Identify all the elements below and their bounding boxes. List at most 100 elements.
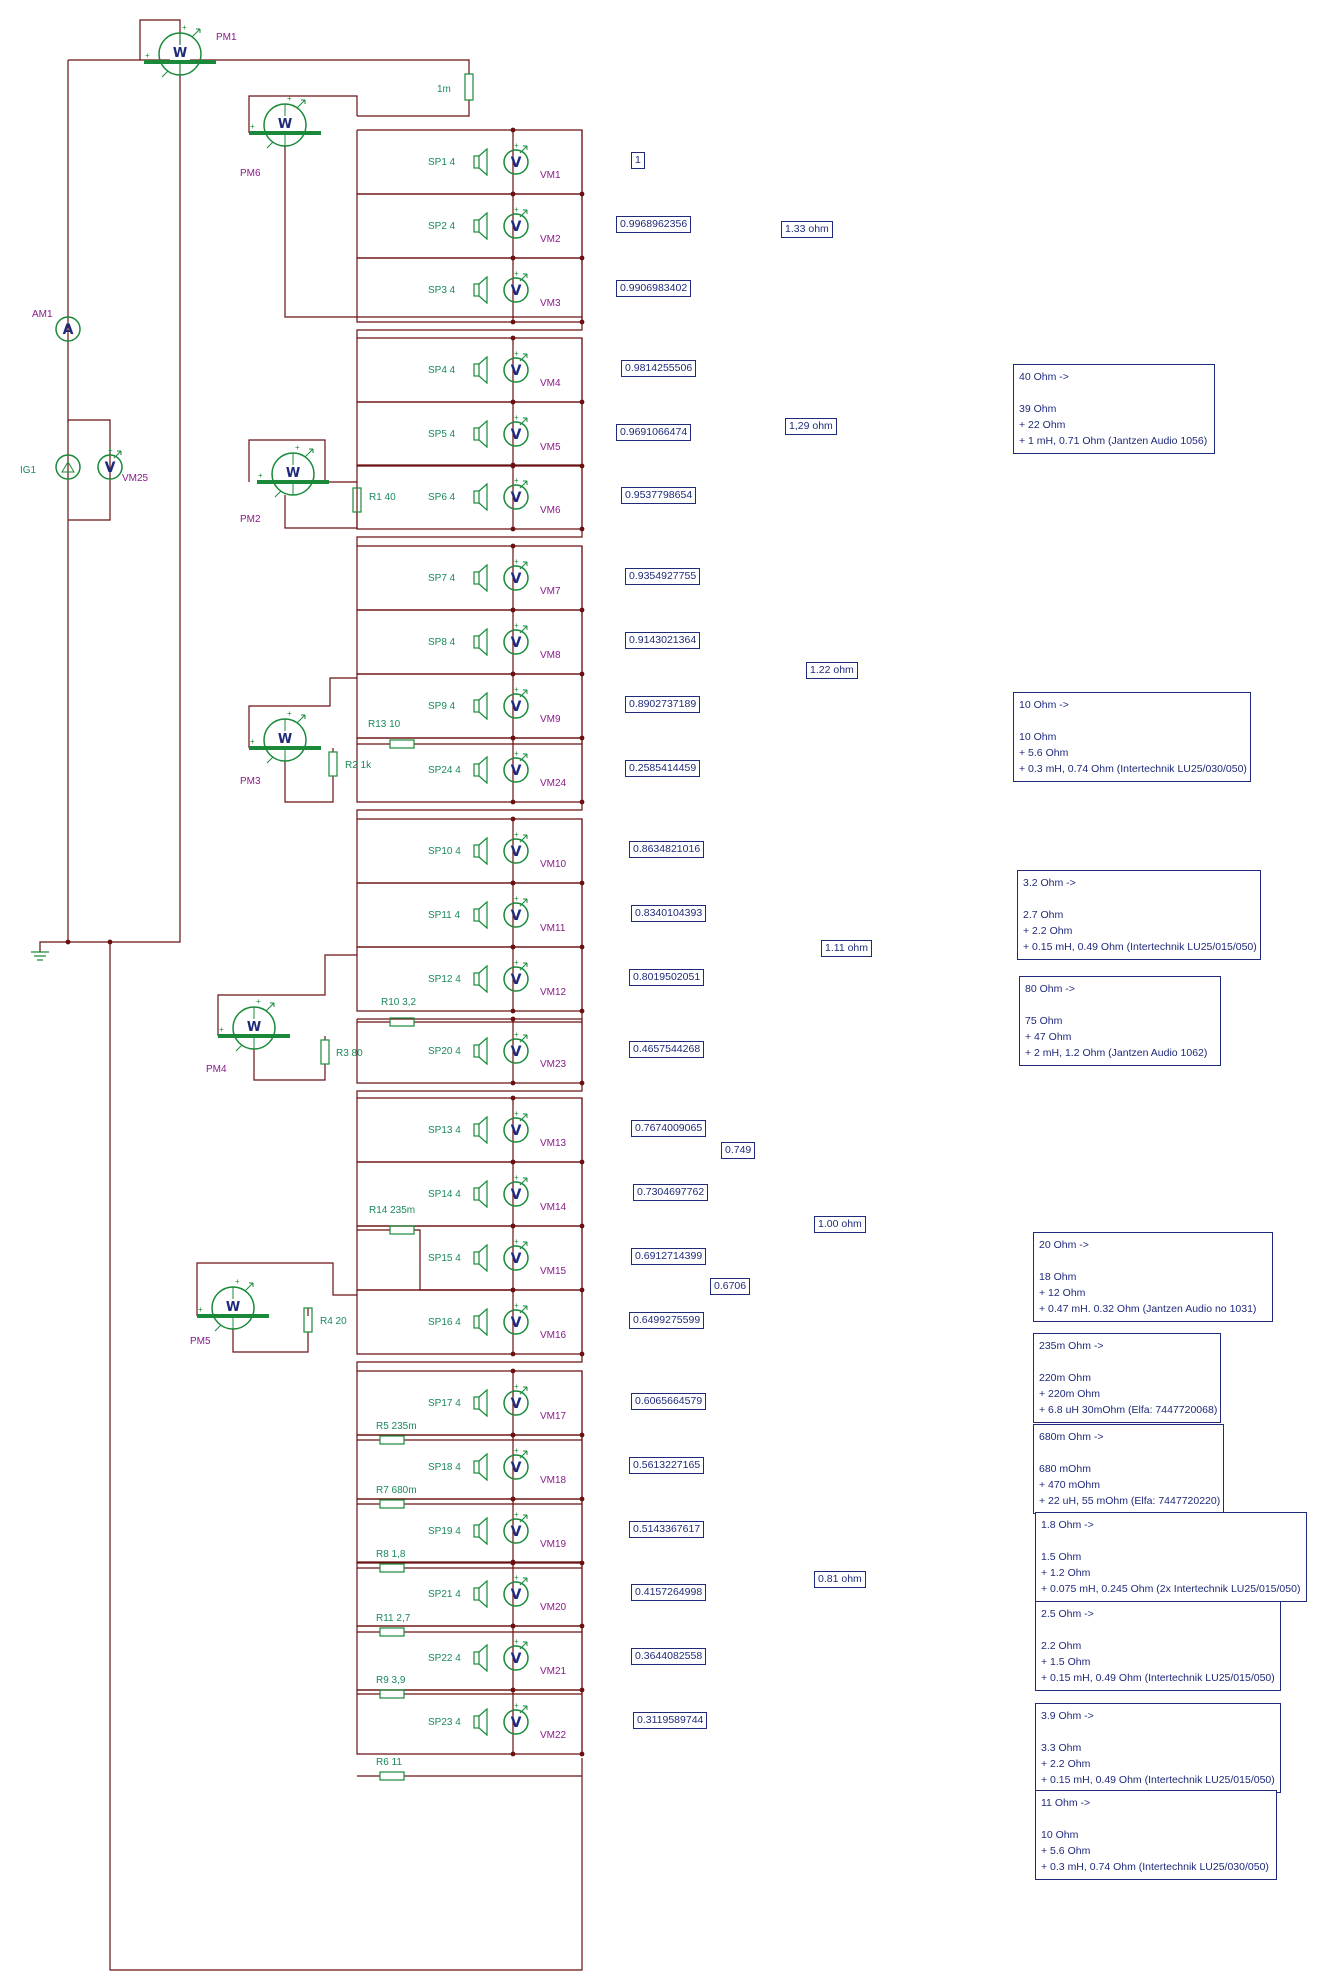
junction-dot <box>510 1159 516 1165</box>
resistor-icon <box>389 739 415 749</box>
voltage-readout: 0.9691066474 <box>616 424 692 441</box>
voltage-readout: 0.9968962356 <box>616 216 692 233</box>
speaker-label: SP23 4 <box>428 1717 461 1728</box>
voltmeter-label: VM21 <box>540 1666 567 1677</box>
meter-arrow-icon <box>235 1044 243 1052</box>
impedance-group-6: 0.81 ohm <box>814 1571 866 1588</box>
voltmeter-label: VM22 <box>540 1730 567 1741</box>
speaker-cone-icon <box>478 1243 488 1273</box>
voltmeter-icon <box>503 1454 529 1480</box>
junction-dot <box>510 526 516 532</box>
voltmeter-symbol: V <box>511 1187 522 1203</box>
junction-dot <box>510 399 516 405</box>
voltmeter-icon <box>503 902 529 928</box>
voltage-readout: 0.8019502051 <box>629 969 705 986</box>
speaker-icon <box>473 1651 480 1665</box>
meter-arrow-icon <box>519 561 528 570</box>
speaker-cone-icon <box>478 1115 488 1145</box>
speaker-label: SP15 4 <box>428 1253 461 1264</box>
wattmeter-symbol: W <box>173 46 187 61</box>
speaker-cone-icon <box>478 836 488 866</box>
wire <box>513 1434 583 1499</box>
plus-sign: + <box>514 1446 519 1455</box>
wire <box>513 609 583 674</box>
meter-arrow-icon <box>519 1450 528 1459</box>
r2-label: R2 1k <box>345 760 372 771</box>
plus-sign: + <box>258 471 263 480</box>
speaker-icon <box>473 699 480 713</box>
junction-dot <box>510 1095 516 1101</box>
plus-sign: + <box>514 749 519 758</box>
speaker-label: SP14 4 <box>428 1189 461 1200</box>
voltmeter-label: VM19 <box>540 1539 567 1550</box>
plus-sign: + <box>182 23 187 32</box>
resistor-label: R9 3,9 <box>376 1675 406 1686</box>
meter-arrow-icon <box>244 1282 254 1292</box>
note-3-2-ohm: 3.2 Ohm -> 2.7 Ohm + 2.2 Ohm + 0.15 mH, … <box>1017 870 1261 960</box>
pm6-label: PM6 <box>240 168 261 179</box>
wire <box>513 193 583 258</box>
wire <box>513 1225 583 1290</box>
voltmeter-icon <box>503 1309 529 1335</box>
plus-sign: + <box>514 1637 519 1646</box>
speaker-icon <box>473 1251 480 1265</box>
note-20-ohm: 20 Ohm -> 18 Ohm + 12 Ohm + 0.47 mH. 0.3… <box>1033 1232 1273 1322</box>
r13-label: R13 10 <box>368 719 401 730</box>
resistor-label: R6 11 <box>376 1757 402 1768</box>
meter-arrow-icon <box>519 834 528 843</box>
voltmeter-symbol: V <box>511 571 522 587</box>
speaker-cone-icon <box>478 1579 488 1609</box>
speaker-icon <box>473 844 480 858</box>
junction-dot <box>510 127 516 133</box>
wire <box>513 737 583 802</box>
voltmeter-symbol: V <box>511 972 522 988</box>
speaker-label: SP1 4 <box>428 157 456 168</box>
voltage-readout: 0.8634821016 <box>629 841 705 858</box>
speaker-cone-icon <box>478 275 488 305</box>
speaker-label: SP17 4 <box>428 1398 461 1409</box>
junction-dot <box>510 735 516 741</box>
wire <box>356 322 583 338</box>
voltmeter-icon <box>503 693 529 719</box>
plus-sign: + <box>514 1173 519 1182</box>
voltage-readout: 0.5613227165 <box>629 1457 705 1474</box>
plus-sign: + <box>514 830 519 839</box>
voltmeter-symbol: V <box>511 363 522 379</box>
plus-sign: + <box>514 1701 519 1710</box>
voltmeter-icon <box>503 966 529 992</box>
voltmeter-icon <box>503 629 529 655</box>
voltmeter-icon <box>503 1117 529 1143</box>
speaker-cone-icon <box>478 563 488 593</box>
resistor-icon <box>389 1017 415 1027</box>
voltmeter-symbol: V <box>511 1396 522 1412</box>
voltmeter-label: VM24 <box>540 778 567 789</box>
voltage-readout: 0.9537798654 <box>621 487 697 504</box>
voltmeter-label: VM6 <box>540 505 561 516</box>
resistor-label: R7 680m <box>376 1485 417 1496</box>
junction-dot <box>510 462 516 468</box>
meter-arrow-icon <box>274 490 282 498</box>
voltmeter-symbol: V <box>511 219 522 235</box>
voltmeter-symbol: V <box>511 490 522 506</box>
wire <box>284 495 358 529</box>
voltmeter-icon <box>503 838 529 864</box>
voltage-readout: 0.8340104393 <box>631 905 707 922</box>
wattmeter-label-bg <box>275 116 295 131</box>
speaker-label: SP13 4 <box>428 1125 461 1136</box>
junction-dot <box>510 1223 516 1229</box>
speaker-icon <box>473 1315 480 1329</box>
wire <box>356 802 583 819</box>
speaker-icon <box>473 1715 480 1729</box>
junction-dot <box>510 1008 516 1014</box>
voltmeter-symbol: V <box>511 283 522 299</box>
voltage-readout: 1 <box>631 152 645 169</box>
note-10-ohm: 10 Ohm -> 10 Ohm + 5.6 Ohm + 0.3 mH, 0.7… <box>1013 692 1251 782</box>
speaker-label: SP21 4 <box>428 1589 461 1600</box>
wire <box>513 464 583 529</box>
voltmeter-symbol: V <box>105 460 116 476</box>
voltmeter-label: VM2 <box>540 234 561 245</box>
am1-label: AM1 <box>32 309 53 320</box>
speaker-label: SP6 4 <box>428 492 456 503</box>
wattmeter-symbol: W <box>226 1300 240 1315</box>
meter-arrow-icon <box>161 70 169 78</box>
